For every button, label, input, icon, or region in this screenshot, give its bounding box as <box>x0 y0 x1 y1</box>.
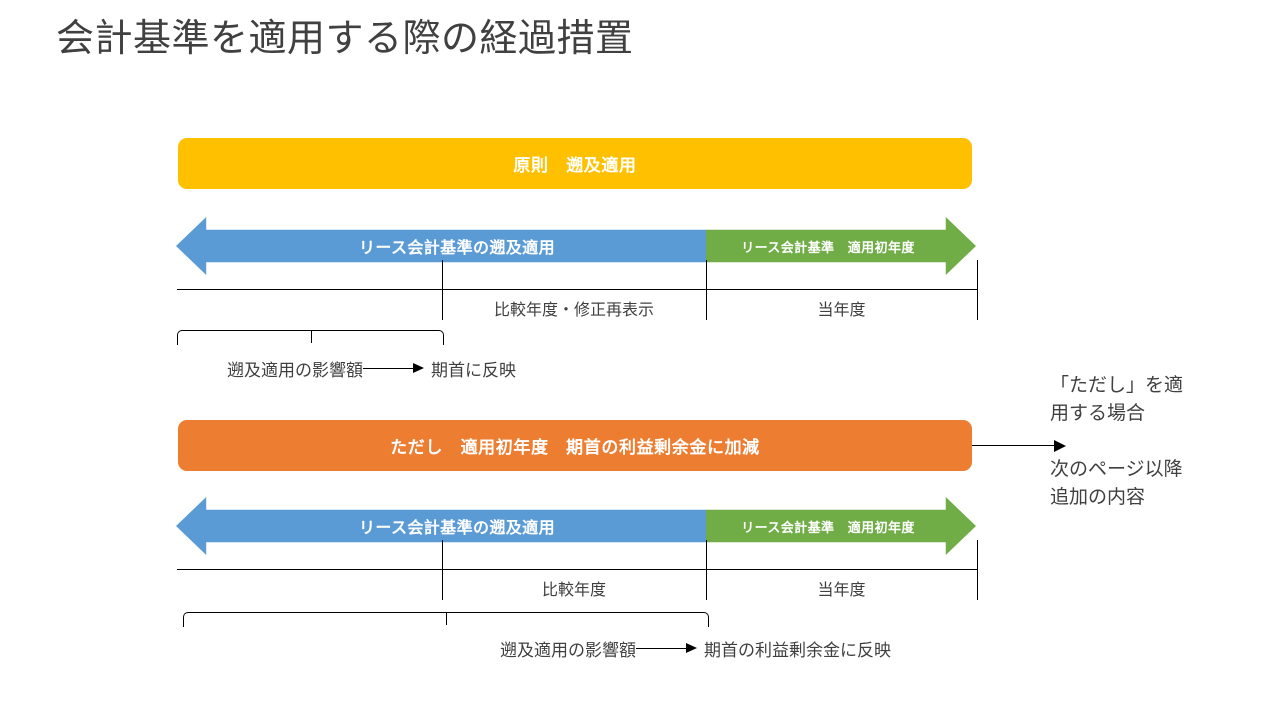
callout-text-top: 「ただし」を適 用する場合 <box>1050 372 1260 428</box>
callout-text-bottom: 次のページ以降 追加の内容 <box>1050 456 1260 512</box>
exception-flow-source-label: 遡及適用の影響額 <box>500 641 636 660</box>
principle-flow-source-label: 遡及適用の影響額 <box>227 361 363 380</box>
timeline-divider-middle-exception <box>706 540 707 600</box>
right-arrow-icon <box>363 363 425 374</box>
exception-banner: ただし 適用初年度 期首の利益剰余金に加減 <box>178 420 972 471</box>
principle-banner: 原則 遡及適用 <box>178 138 972 189</box>
callout-right-arrow-icon <box>972 440 1068 452</box>
exception-timeline: 比較年度 当年度 <box>0 535 1280 655</box>
timeline-divider-left <box>442 260 443 320</box>
retrospective-application-arrow-label-exception: リース会計基準の遡及適用 <box>358 520 555 537</box>
period-label-comparative-principle: 比較年度・修正再表示 <box>493 302 654 319</box>
page-title: 会計基準を適用する際の経過措置 <box>56 18 634 60</box>
period-label-current-exception: 当年度 <box>817 582 866 599</box>
callout-line-2: 用する場合 <box>1050 403 1146 424</box>
principle-flow-caption: 遡及適用の影響額 期首に反映 <box>227 356 516 381</box>
exception-arrow-row: リース会計基準の遡及適用 リース会計基準 適用初年度 <box>176 497 976 555</box>
principle-banner-label: 原則 遡及適用 <box>513 156 637 175</box>
timeline-baseline-exception <box>177 569 978 570</box>
retrospective-application-arrow-label: リース会計基準の遡及適用 <box>358 240 555 257</box>
timeline-divider-right <box>977 260 978 320</box>
timeline-divider-right-exception <box>977 540 978 600</box>
timeline-divider-middle <box>706 260 707 320</box>
period-label-comparative-exception: 比較年度 <box>541 582 606 599</box>
callout-line-3: 次のページ以降 <box>1050 459 1183 480</box>
exception-brace <box>183 611 709 627</box>
timeline-divider-left-exception <box>442 540 443 600</box>
first-year-arrow-label-exception: リース会計基準 適用初年度 <box>741 519 915 535</box>
principle-arrow-row: リース会計基準の遡及適用 リース会計基準 適用初年度 <box>176 217 976 275</box>
timeline-baseline <box>177 289 978 290</box>
principle-flow-target-label: 期首に反映 <box>431 361 516 380</box>
principle-brace <box>177 329 444 345</box>
exception-banner-label: ただし 適用初年度 期首の利益剰余金に加減 <box>390 438 760 457</box>
callout-line-4: 追加の内容 <box>1050 487 1146 508</box>
callout-line-1: 「ただし」を適 <box>1050 375 1184 396</box>
period-label-current-principle: 当年度 <box>817 302 866 319</box>
principle-timeline: 比較年度・修正再表示 当年度 <box>0 255 1280 375</box>
right-arrow-icon <box>636 643 698 654</box>
exception-flow-caption: 遡及適用の影響額 期首の利益剰余金に反映 <box>500 636 891 661</box>
first-year-arrow-label: リース会計基準 適用初年度 <box>741 239 915 255</box>
exception-flow-target-label: 期首の利益剰余金に反映 <box>704 641 891 660</box>
